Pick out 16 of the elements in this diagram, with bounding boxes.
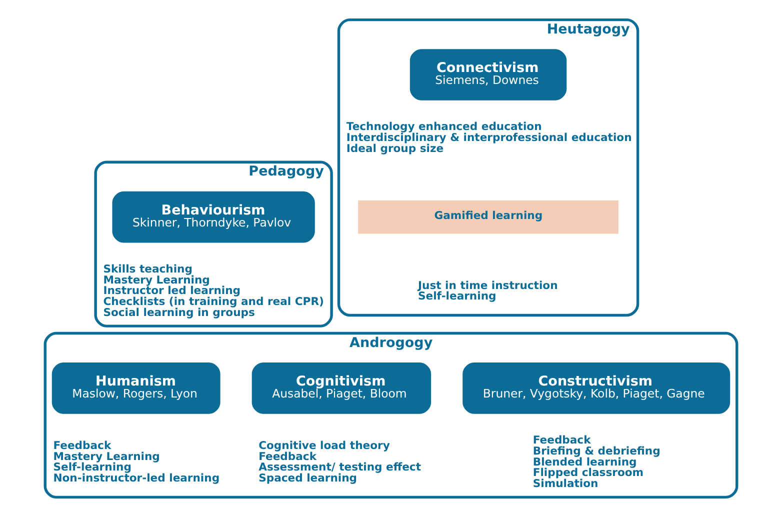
node-label: Skills teaching <box>103 262 192 276</box>
node-box: Gamified learning <box>358 200 618 234</box>
node-box: Connectivism Siemens, Downes <box>410 48 567 100</box>
node-label: Just in time instruction <box>418 278 558 292</box>
node-label: Technology enhanced education <box>346 120 542 133</box>
node-label: Feedback <box>53 438 112 452</box>
node-label: Spaced learning <box>258 471 358 484</box>
node-box: Behaviourism Skinner, Thorndyke, Pavlov <box>112 190 315 242</box>
node-label: Mastery Learning <box>53 449 160 462</box>
node-box: Humanism Maslow, Rogers, Lyon <box>52 362 220 414</box>
node-label: Briefing & debriefing <box>532 444 660 457</box>
node-box: Constructivism Bruner, Vygotsky, Kolb, Piaget, Gagne <box>462 362 730 414</box>
node-label: Assessment/ testing effect <box>258 460 422 474</box>
node-label: Cognitive load theory <box>258 438 390 452</box>
node-label: Feedback <box>532 433 591 446</box>
node-box: Cognitivism Ausabel, Piaget, Bloom <box>252 362 432 414</box>
